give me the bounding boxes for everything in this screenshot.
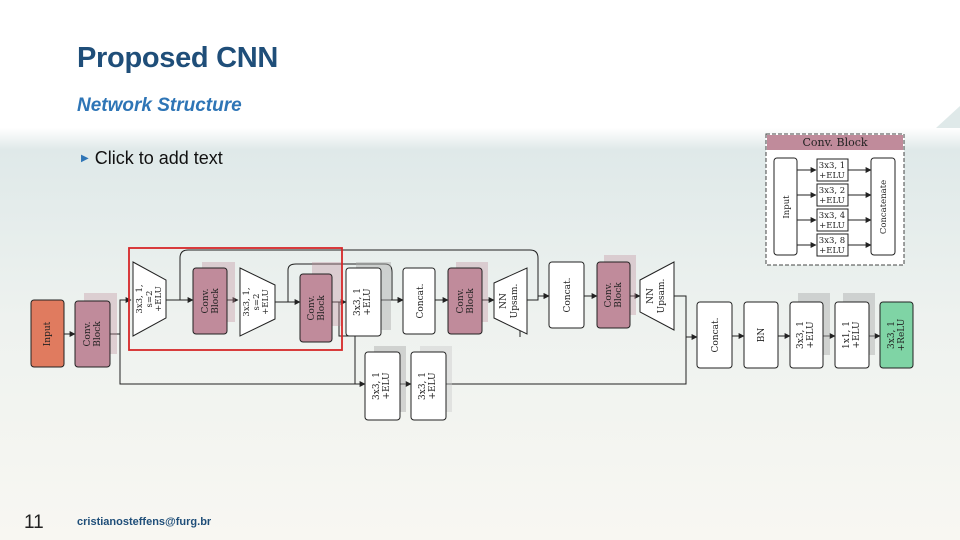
conv2-line1: 3x3, 1 (372, 372, 382, 400)
slide-subtitle: Network Structure (77, 95, 242, 116)
conv-block5-line2: Block (614, 282, 624, 308)
slide-title: Proposed CNN (77, 42, 279, 74)
legend-b3-line2: +ELU (819, 221, 845, 231)
conv1x1-elu: 1x1, 1 +ELU (834, 293, 875, 369)
input-label: Input (43, 321, 53, 346)
conv-block4-line1: Conv. (456, 288, 466, 313)
conv4-line1: 3x3, 1 (796, 321, 806, 349)
bn-label: BN (757, 328, 767, 343)
decor-shape (936, 106, 960, 128)
conv3x3-elu-4: 3x3, 1 +ELU (789, 293, 830, 369)
conv-block-line2: Block (93, 321, 103, 347)
footer-email: cristianosteffens@furg.br (77, 516, 212, 528)
input-block: Input (30, 299, 65, 368)
highlight-box (128, 247, 343, 351)
down2-line3: +ELU (261, 289, 271, 315)
conv3x3-elu-2: 3x3, 1 +ELU (364, 346, 406, 421)
conv-block2-line2: Block (211, 288, 221, 314)
conv1x1-line2: +ELU (852, 321, 862, 349)
legend-concatenate: Concatenate (879, 180, 889, 234)
down1-line2: s=2 (145, 291, 155, 308)
downsample-conv-2: 3x3, 1, s=2 +ELU (239, 267, 276, 337)
concat3-label: Concat. (711, 317, 721, 352)
concat-2: Concat. (548, 261, 585, 329)
concat1-label: Concat. (416, 283, 426, 318)
legend-b4-line2: +ELU (819, 246, 845, 256)
conv1-line2: +ELU (363, 288, 373, 316)
conv-block4-line2: Block (466, 288, 476, 314)
conv4-line2: +ELU (806, 321, 816, 349)
down2-line1: 3x3, 1, (242, 287, 252, 316)
output-line2: +ReLU (897, 318, 907, 351)
legend-input: Input (782, 195, 792, 219)
conv-block5-line1: Conv. (604, 282, 614, 307)
legend-b1-line1: 3x3, 1 (819, 161, 845, 171)
conv3-line1: 3x3, 1 (418, 372, 428, 400)
legend-title: Conv. Block (802, 136, 867, 149)
output-block: 3x3, 1 +ReLU (879, 301, 914, 369)
output-line1: 3x3, 1 (887, 321, 897, 349)
conv-block-4: Conv. Block (447, 262, 488, 335)
bullet-text: Click to add text (94, 148, 223, 168)
conv-block-5: Conv. Block (596, 255, 636, 329)
conv1x1-line1: 1x1, 1 (842, 321, 852, 349)
upsam2-line2: Upsam. (657, 279, 667, 314)
conv-block3-line1: Conv. (307, 295, 317, 320)
conv-block3-line2: Block (317, 295, 327, 321)
concat-1: Concat. (402, 267, 436, 335)
downsample-conv-1: 3x3, 1, s=2 +ELU (132, 261, 167, 337)
concat2-label: Concat. (563, 277, 573, 312)
conv-block-3: Conv. Block (299, 262, 342, 343)
conv-block-2: Conv. Block (192, 262, 235, 335)
upsample-1: NN Upsam. (493, 267, 528, 335)
legend-b2-line2: +ELU (819, 196, 845, 206)
upsam2-line1: NN (646, 288, 656, 304)
conv2-line2: +ELU (382, 372, 392, 400)
page-number: 11 (24, 512, 44, 533)
down1-line1: 3x3, 1, (135, 284, 145, 313)
conv-block-1: Conv. Block (74, 293, 117, 368)
down1-line3: +ELU (154, 286, 164, 312)
concat-final: Concat. (696, 301, 733, 369)
legend-b4-line1: 3x3, 8 (819, 236, 845, 246)
upsample-2: NN Upsam. (639, 261, 675, 331)
conv3x3-elu-1: 3x3, 1 +ELU (345, 262, 391, 337)
conv-block2-line1: Conv. (201, 288, 211, 313)
upsam1-line2: Upsam. (510, 284, 520, 319)
legend-b3-line1: 3x3, 4 (819, 211, 845, 221)
bullet-icon: ▶ (81, 153, 89, 164)
legend-b1-line2: +ELU (819, 171, 845, 181)
batch-norm: BN (743, 301, 779, 369)
conv1-line1: 3x3, 1 (353, 288, 363, 316)
legend-b2-line1: 3x3, 2 (819, 186, 845, 196)
conv3-line2: +ELU (428, 372, 438, 400)
down2-line2: s=2 (252, 294, 262, 311)
conv3x3-elu-3: 3x3, 1 +ELU (410, 346, 452, 421)
content-placeholder[interactable]: ▶ Click to add text (81, 148, 223, 169)
upsam1-line1: NN (499, 293, 509, 309)
conv-block-line1: Conv. (83, 321, 93, 346)
conv-block-legend: Conv. Block Input Concatenate 3x3, 1 +EL… (765, 133, 905, 266)
